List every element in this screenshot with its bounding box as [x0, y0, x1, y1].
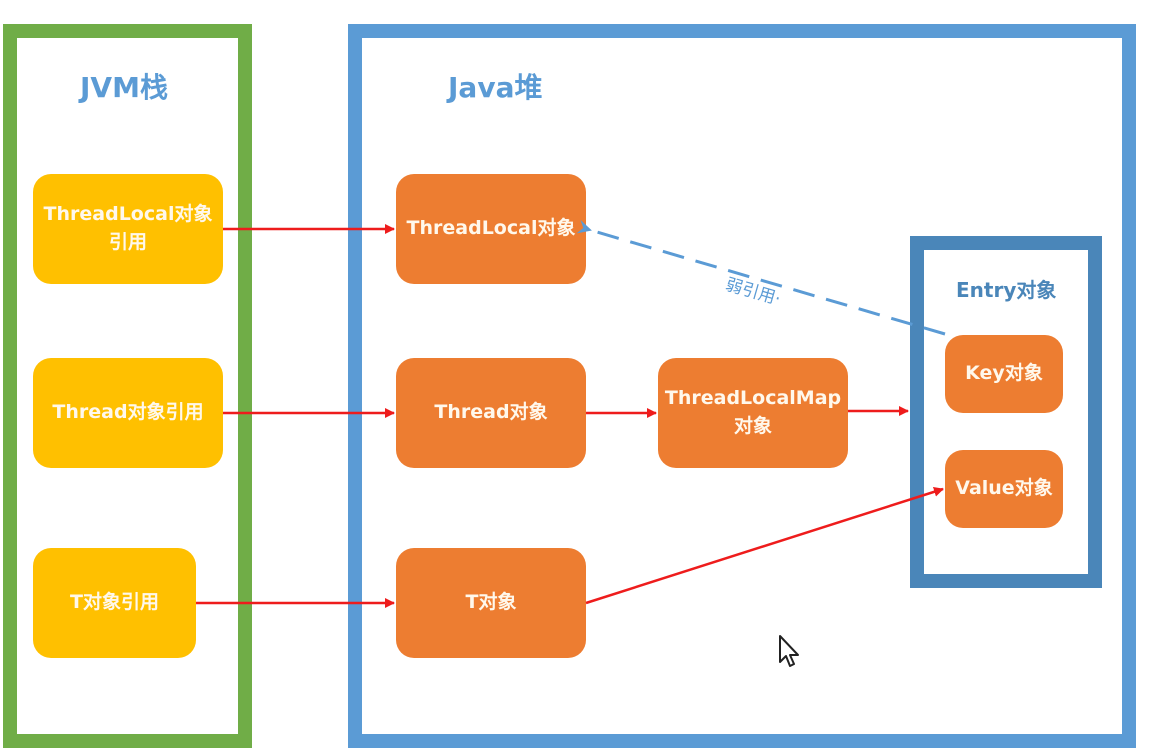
- mouse-pointer-icon: [778, 634, 802, 672]
- java-heap-title: Java堆: [448, 71, 543, 104]
- threadlocal-reference-node: ThreadLocal对象引用: [33, 174, 223, 284]
- t-object-node: T对象: [396, 548, 586, 658]
- key-object-node: Key对象: [945, 335, 1063, 413]
- jvm-stack-title: JVM栈: [80, 71, 168, 104]
- threadlocal-object-node: ThreadLocal对象: [396, 174, 586, 284]
- entry-object-title: Entry对象: [956, 278, 1057, 302]
- thread-object-node: Thread对象: [396, 358, 586, 468]
- threadlocalmap-object-node: ThreadLocalMap对象: [658, 358, 848, 468]
- t-reference-node: T对象引用: [33, 548, 196, 658]
- value-object-node: Value对象: [945, 450, 1063, 528]
- thread-reference-node: Thread对象引用: [33, 358, 223, 468]
